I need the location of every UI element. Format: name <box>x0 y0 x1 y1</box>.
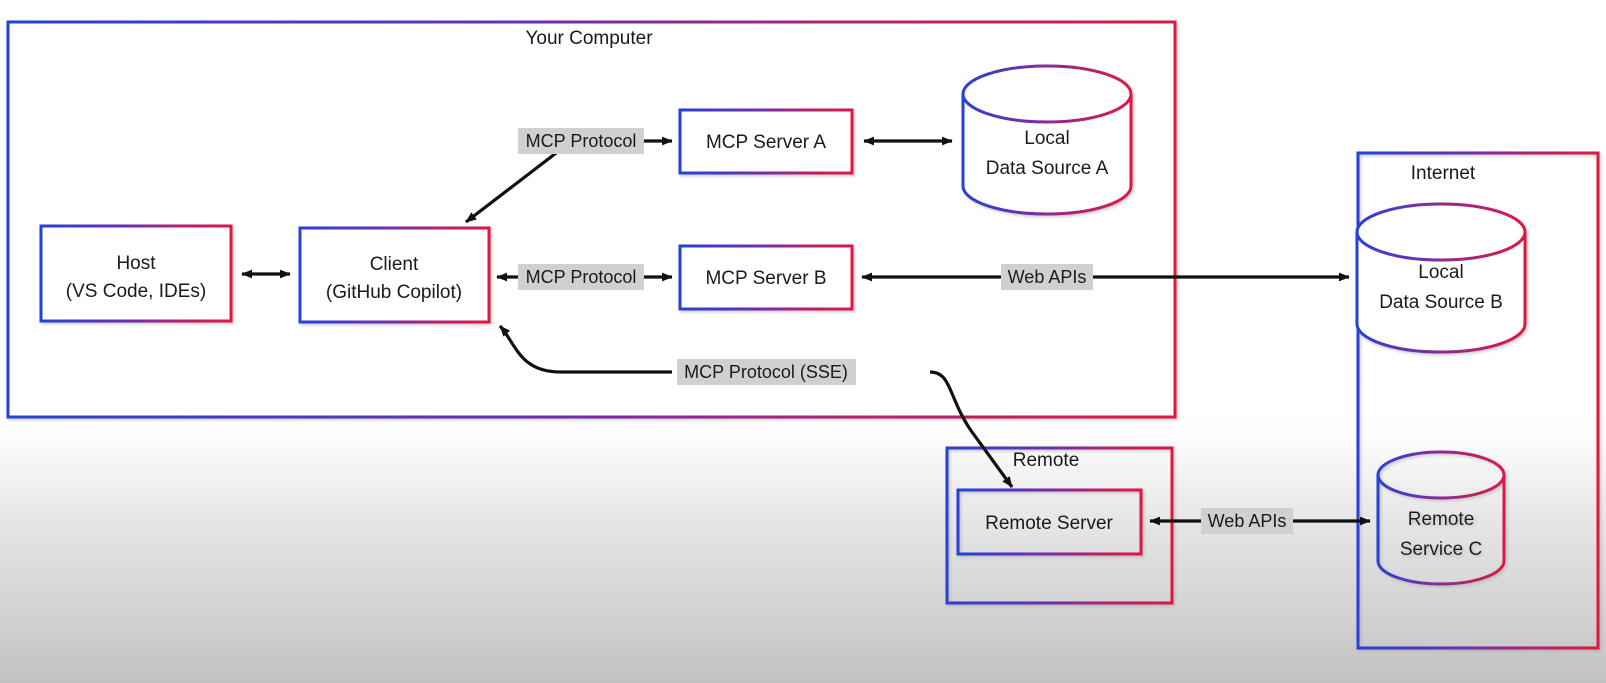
node-local-data-source-b-label-line1: Local <box>1418 262 1463 283</box>
node-mcp-server-a-label: MCP Server A <box>706 132 826 153</box>
node-local-data-source-a-top <box>961 64 1133 124</box>
node-mcp-server-a[interactable]: MCP Server A <box>678 108 854 175</box>
edge-label-mcp-protocol-sse: MCP Protocol (SSE) <box>677 359 856 385</box>
node-client-label-line2: (GitHub Copilot) <box>326 282 462 303</box>
node-local-data-source-b-body[interactable] <box>1355 232 1527 354</box>
node-remote-server-label: Remote Server <box>985 513 1113 534</box>
edge-label-web-apis-b-text: Web APIs <box>1008 267 1087 287</box>
node-mcp-server-b[interactable]: MCP Server B <box>678 244 854 311</box>
group-remote-border <box>945 446 1174 605</box>
node-host[interactable]: Host (VS Code, IDEs) <box>39 224 233 323</box>
group-remote: Remote <box>945 446 1174 605</box>
node-remote-service-c[interactable]: Remote Service C <box>1376 450 1506 586</box>
node-mcp-server-a-box[interactable] <box>678 108 854 175</box>
group-internet-title: Internet <box>1411 163 1476 184</box>
edge-label-mcp-protocol-sse-text: MCP Protocol (SSE) <box>684 362 848 382</box>
edge-label-mcp-protocol-sse-bg <box>677 359 856 385</box>
node-remote-service-c-label-line2: Service C <box>1400 539 1482 560</box>
edge-label-mcp-protocol-a-bg <box>518 128 644 154</box>
node-remote-service-c-body[interactable] <box>1376 475 1506 586</box>
background-gradient-lower <box>0 413 1606 683</box>
node-remote-service-c-top <box>1376 450 1506 500</box>
node-remote-server[interactable]: Remote Server <box>956 488 1143 556</box>
node-local-data-source-a-label-line1: Local <box>1024 128 1069 149</box>
edge-label-web-apis-c-text: Web APIs <box>1208 511 1287 531</box>
node-host-box[interactable] <box>39 224 233 323</box>
group-remote-title: Remote <box>1013 450 1080 471</box>
node-host-label-line1: Host <box>116 253 156 274</box>
connector-client-server-a-diagonal <box>465 148 561 224</box>
node-client-box[interactable] <box>298 226 491 324</box>
node-local-data-source-a-label-line2: Data Source A <box>986 158 1109 179</box>
connector-sse-to-client <box>498 324 672 374</box>
edge-label-mcp-protocol-b: MCP Protocol <box>518 264 644 290</box>
edge-label-web-apis-b-bg <box>1001 264 1093 290</box>
node-mcp-server-b-label: MCP Server B <box>705 268 826 289</box>
node-client[interactable]: Client (GitHub Copilot) <box>298 226 491 324</box>
edge-label-web-apis-c-bg <box>1201 508 1293 534</box>
edge-label-mcp-protocol-a: MCP Protocol <box>518 128 644 154</box>
edge-label-web-apis-b: Web APIs <box>1001 264 1093 290</box>
node-host-label-line2: (VS Code, IDEs) <box>66 281 206 302</box>
edge-label-mcp-protocol-b-bg <box>518 264 644 290</box>
node-local-data-source-b-label-line2: Data Source B <box>1379 292 1503 313</box>
edge-label-mcp-protocol-a-text: MCP Protocol <box>526 131 637 151</box>
node-remote-service-c-label-line1: Remote <box>1408 509 1475 530</box>
group-internet-border <box>1356 151 1600 650</box>
node-local-data-source-a[interactable]: Local Data Source A <box>961 64 1133 216</box>
connector-sse-to-remote-server <box>929 370 1014 488</box>
edge-label-web-apis-c: Web APIs <box>1201 508 1293 534</box>
group-internet: Internet <box>1356 151 1600 650</box>
node-remote-server-box[interactable] <box>956 488 1143 556</box>
node-local-data-source-b-top <box>1355 202 1527 262</box>
group-your-computer-title: Your Computer <box>525 28 653 49</box>
node-client-label-line1: Client <box>370 254 419 275</box>
node-mcp-server-b-box[interactable] <box>678 244 854 311</box>
edge-label-mcp-protocol-b-text: MCP Protocol <box>526 267 637 287</box>
node-local-data-source-a-body[interactable] <box>961 94 1133 216</box>
node-local-data-source-b[interactable]: Local Data Source B <box>1355 202 1527 354</box>
